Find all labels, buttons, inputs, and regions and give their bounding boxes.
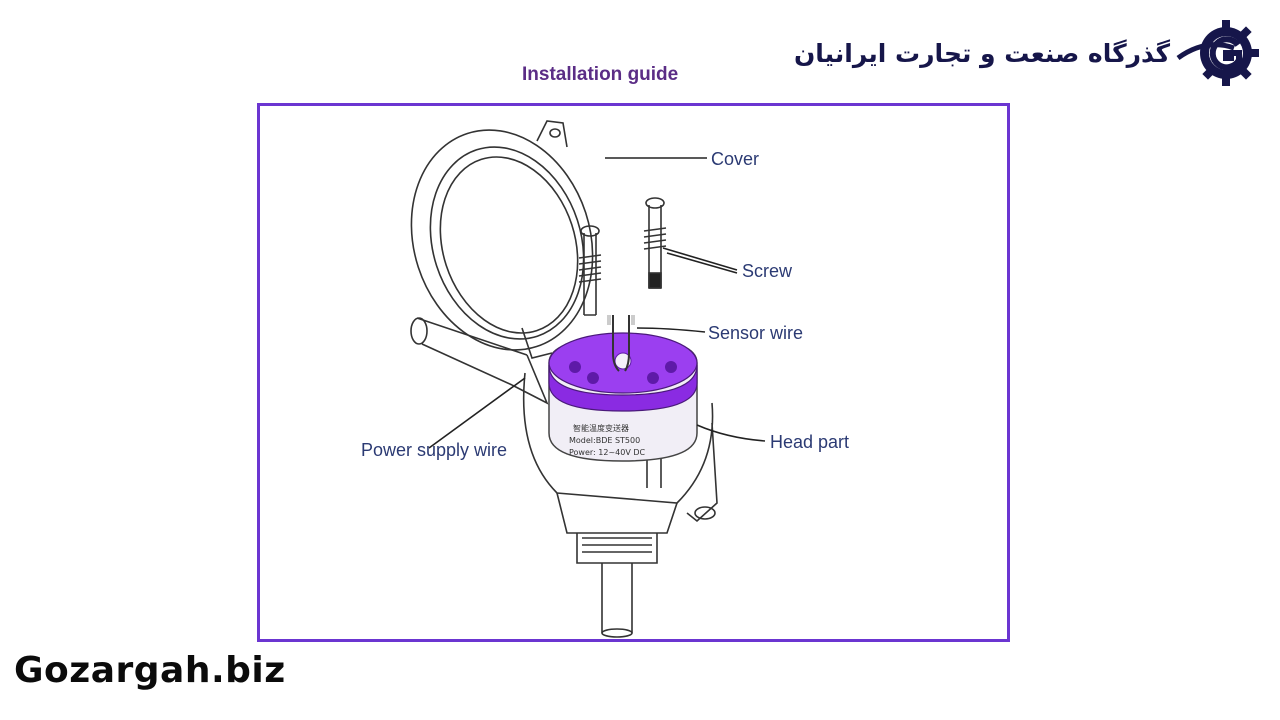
leader-lines [428, 157, 766, 449]
brand-header: گذرگاه صنعت و تجارت ایرانیان [794, 18, 1266, 88]
callout-power-supply-wire: Power supply wire [361, 440, 508, 460]
callout-head-part: Head part [770, 432, 850, 452]
installation-diagram: 智能温度变送器 Model:BDE ST500 Power: 12~40V DC [410, 120, 766, 638]
screw-right [643, 197, 667, 289]
module-label-line2: Model:BDE ST500 [569, 436, 640, 445]
brand-name: گذرگاه صنعت و تجارت ایرانیان [793, 38, 1170, 68]
callout-cover: Cover [711, 149, 760, 169]
module-label-line3: Power: 12~40V DC [569, 448, 646, 457]
callout-screw: Screw [742, 261, 793, 281]
screw-left [578, 225, 602, 316]
power-conduit [410, 317, 549, 405]
callout-sensor-wire: Sensor wire [708, 323, 804, 343]
site-url: Gozargah.biz [14, 650, 286, 691]
transmitter-module [548, 315, 698, 462]
cover-lid [410, 120, 594, 359]
installation-guide-title: Installation guide [522, 64, 679, 85]
gear-g-logo-icon [1176, 20, 1259, 86]
module-label-line1: 智能温度变送器 [573, 423, 629, 433]
housing-base [522, 372, 718, 638]
